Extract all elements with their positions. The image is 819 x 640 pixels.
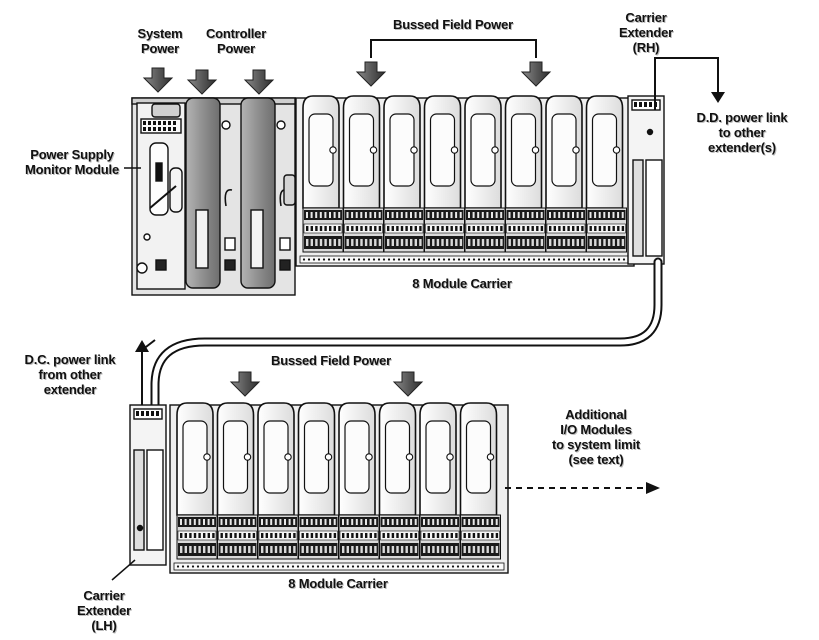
bottom-carrier-io-module [378, 402, 420, 560]
bottom-carrier-io-module [176, 402, 218, 560]
module-carrier-bottom-label: 8 Module Carrier [288, 576, 388, 591]
additional-modules-arrowhead [646, 482, 660, 494]
bottom-carrier-io-module [338, 402, 380, 560]
bussed-power-arrow-top-2 [520, 61, 552, 87]
top-carrier-io-module [423, 95, 465, 253]
bussed-field-power-top-label: Bussed Field Power [393, 17, 513, 32]
top-carrier-io-module [585, 95, 627, 253]
top-carrier-io-module [383, 95, 425, 253]
controller-module-2 [240, 97, 276, 289]
power-controller-carrier [131, 97, 296, 296]
power-arrows [142, 61, 552, 397]
dc-power-link-arrowhead [135, 340, 149, 352]
top-carrier-io-module [302, 95, 344, 253]
bussed-power-arrow-bottom-2 [392, 371, 424, 397]
top-carrier-io-module [504, 95, 546, 253]
system-power-arrow [142, 67, 174, 93]
carrier-extender-lh [129, 404, 167, 566]
controller-module-1 [185, 97, 221, 289]
bottom-carrier-io-module [257, 402, 299, 560]
top-carrier-io-module [342, 95, 384, 253]
dd-power-link-arrowhead [711, 92, 725, 103]
bussed-power-arrow-bottom-1 [229, 371, 261, 397]
top-carrier-io-module [464, 95, 506, 253]
bussed-power-bracket-top [370, 39, 537, 58]
bottom-module-carrier [169, 402, 509, 574]
dd-power-link-cable [654, 57, 719, 110]
bottom-carrier-io-module [419, 402, 461, 560]
controller-power-arrow-2 [243, 69, 275, 95]
bottom-carrier-io-module [459, 402, 501, 560]
bottom-carrier-io-module [297, 402, 339, 560]
bussed-power-arrow-top-1 [355, 61, 387, 87]
controller-power-arrow-1 [186, 69, 218, 95]
top-module-carrier [295, 95, 635, 267]
module-carrier-top-label: 8 Module Carrier [412, 276, 512, 291]
bussed-field-power-bottom-label: Bussed Field Power [271, 353, 391, 368]
carrier-extender-lh-leader-line [111, 559, 136, 581]
bottom-carrier-io-module [216, 402, 258, 560]
carrier-extender-rh [627, 95, 665, 265]
top-carrier-io-module [545, 95, 587, 253]
